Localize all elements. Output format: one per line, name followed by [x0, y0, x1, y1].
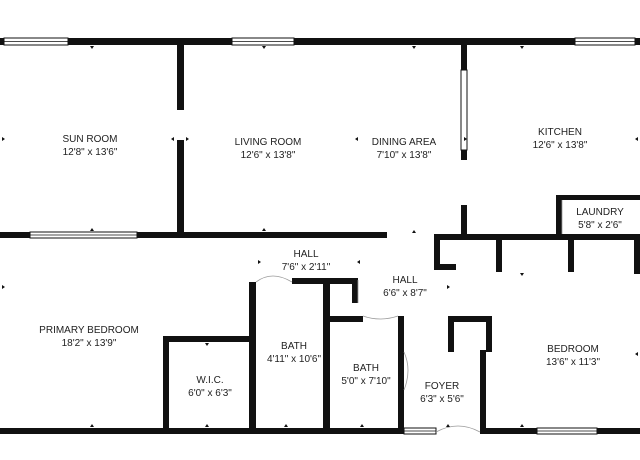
room-label-bath-1: BATH 4'11" x 10'6"	[267, 340, 321, 366]
wall-foyer-post	[486, 316, 492, 352]
room-label-living-room: LIVING ROOM 12'6" x 13'8"	[235, 136, 302, 162]
room-name: LAUNDRY	[576, 207, 624, 218]
wall-sunroom-living-lower	[177, 140, 184, 237]
room-name: FOYER	[424, 381, 460, 392]
room-dimensions: 5'0" x 7'10"	[341, 376, 391, 387]
room-label-bath-2: BATH 5'0" x 7'10"	[341, 362, 390, 388]
room-name: BATH	[353, 363, 379, 374]
dimension-ticks	[2, 46, 638, 427]
wall-hall-stub	[352, 278, 358, 303]
wall-laundry-left	[556, 195, 562, 237]
exterior-wall-bottom	[0, 428, 436, 434]
room-label-laundry: LAUNDRY 5'8" x 2'6"	[576, 206, 624, 232]
room-dimensions: 4'11" x 10'6"	[266, 354, 322, 365]
wall-closet-divider-2	[568, 234, 574, 272]
room-dimensions: 5'8" x 2'6"	[578, 220, 622, 231]
room-dimensions: 13'6" x 11'3"	[545, 357, 601, 368]
wall-sunroom-living	[177, 45, 184, 110]
room-name: LIVING ROOM	[234, 137, 302, 148]
wall-closet-divider-1	[496, 234, 502, 272]
wall-closet-bottom	[434, 264, 456, 270]
exterior-wall-top	[0, 38, 640, 45]
room-label-bedroom: BEDROOM 13'6" x 11'3"	[546, 343, 600, 369]
room-label-wic: W.I.C. 6'0" x 6'3"	[188, 374, 232, 400]
room-dimensions: 18'2" x 13'9"	[61, 338, 117, 349]
room-dimensions: 6'0" x 6'3"	[188, 388, 232, 399]
room-dimensions: 12'6" x 13'8"	[532, 140, 588, 151]
wall-wic-top	[163, 336, 251, 342]
wall-foyer-right	[480, 350, 486, 432]
wall-kitchen-bottom	[434, 234, 640, 240]
room-label-primary-bedroom: PRIMARY BEDROOM 18'2" x 13'9"	[39, 324, 139, 350]
room-dimensions: 6'3" x 5'6"	[420, 394, 464, 405]
room-name: HALL	[293, 249, 319, 260]
wall-living-bottom	[137, 232, 387, 238]
wall-dining-kitchen-lower	[461, 205, 467, 235]
room-name: HALL	[392, 275, 418, 286]
room-name: BEDROOM	[547, 344, 599, 355]
wall-closet-left	[434, 234, 440, 270]
room-label-hall-upper: HALL 7'6" x 2'11"	[282, 248, 331, 274]
room-dimensions: 12'6" x 13'8"	[240, 150, 296, 161]
room-name: W.I.C.	[196, 375, 224, 386]
room-dimensions: 6'6" x 8'7"	[383, 288, 427, 299]
room-name: PRIMARY BEDROOM	[39, 325, 139, 336]
room-name: SUN ROOM	[62, 134, 118, 145]
room-name: KITCHEN	[538, 127, 582, 138]
wall-sunroom-bottom	[0, 232, 30, 238]
wall-foyer-right-upper	[452, 316, 492, 322]
room-name: BATH	[281, 341, 307, 352]
door-swings	[255, 200, 563, 433]
window-dining-side	[460, 69, 468, 151]
room-label-dining-area: DINING AREA 7'10" x 13'8"	[372, 136, 436, 162]
wall-bath2-right	[398, 316, 404, 432]
wall-primary-right	[249, 282, 256, 432]
room-label-hall-center: HALL 6'6" x 8'7"	[383, 274, 427, 300]
room-label-sun-room: SUN ROOM 12'8" x 13'6"	[63, 133, 118, 159]
room-label-kitchen: KITCHEN 12'6" x 13'8"	[533, 126, 588, 152]
room-dimensions: 7'10" x 13'8"	[376, 150, 432, 161]
wall-laundry-top	[556, 195, 640, 200]
room-name: DINING AREA	[371, 137, 437, 148]
room-dimensions: 7'6" x 2'11"	[281, 262, 331, 273]
wall-bath2-top	[323, 316, 363, 322]
room-label-foyer: FOYER 6'3" x 5'6"	[420, 380, 464, 406]
wall-closet-right	[634, 234, 640, 274]
room-dimensions: 12'8" x 13'6"	[62, 147, 118, 158]
wall-bath1-right	[323, 278, 330, 433]
wall-foyer-left-post	[448, 316, 454, 352]
windows	[3, 37, 636, 435]
wall-wic-left	[163, 336, 169, 432]
